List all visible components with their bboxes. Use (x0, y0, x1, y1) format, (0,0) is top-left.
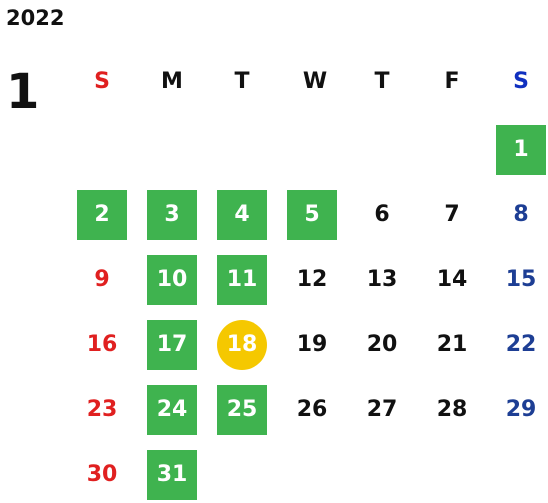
day-cell-14[interactable]: 14 (436, 267, 468, 292)
day-cell-4[interactable]: 4 (217, 190, 267, 240)
weekday-mon: M (161, 69, 183, 94)
weekday-sat: S (513, 69, 529, 94)
day-cell-18[interactable]: 18 (217, 320, 267, 370)
day-cell-26[interactable]: 26 (296, 397, 328, 422)
day-cell-12[interactable]: 12 (296, 267, 328, 292)
weekday-thu: T (374, 69, 390, 94)
day-cell-6[interactable]: 6 (374, 202, 390, 227)
day-cell-16[interactable]: 16 (86, 332, 118, 357)
day-cell-1[interactable]: 1 (496, 125, 546, 175)
day-cell-3[interactable]: 3 (147, 190, 197, 240)
day-cell-20[interactable]: 20 (366, 332, 398, 357)
day-cell-30[interactable]: 30 (86, 462, 118, 487)
day-cell-19[interactable]: 19 (296, 332, 328, 357)
day-cell-31[interactable]: 31 (147, 450, 197, 500)
day-cell-5[interactable]: 5 (287, 190, 337, 240)
weekday-fri: F (444, 69, 460, 94)
day-cell-11[interactable]: 11 (217, 255, 267, 305)
month-number: 1 (6, 64, 40, 120)
year-label: 2022 (6, 6, 65, 30)
day-cell-24[interactable]: 24 (147, 385, 197, 435)
day-cell-25[interactable]: 25 (217, 385, 267, 435)
day-cell-2[interactable]: 2 (77, 190, 127, 240)
day-cell-7[interactable]: 7 (444, 202, 460, 227)
day-cell-13[interactable]: 13 (366, 267, 398, 292)
day-cell-10[interactable]: 10 (147, 255, 197, 305)
weekday-sun: S (94, 69, 110, 94)
day-cell-15[interactable]: 15 (505, 267, 537, 292)
weekday-tue: T (234, 69, 250, 94)
weekday-wed: W (302, 69, 328, 94)
day-cell-17[interactable]: 17 (147, 320, 197, 370)
day-cell-28[interactable]: 28 (436, 397, 468, 422)
day-cell-27[interactable]: 27 (366, 397, 398, 422)
day-cell-29[interactable]: 29 (505, 397, 537, 422)
day-cell-21[interactable]: 21 (436, 332, 468, 357)
day-cell-9[interactable]: 9 (94, 267, 110, 292)
day-cell-22[interactable]: 22 (505, 332, 537, 357)
day-cell-23[interactable]: 23 (86, 397, 118, 422)
day-cell-8[interactable]: 8 (513, 202, 529, 227)
